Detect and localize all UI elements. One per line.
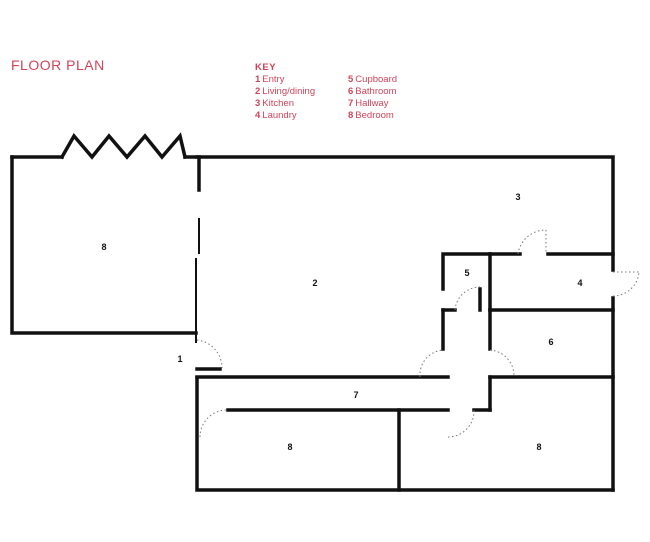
door-arc-living-core (419, 349, 444, 378)
key-item-label: Cupboard (355, 74, 398, 85)
key-item-number: 6 (348, 86, 354, 97)
room-label-bathroom: 6 (548, 337, 553, 347)
key-item-number: 5 (348, 74, 354, 85)
door-arc-bedroom-right (447, 409, 475, 438)
key-item-label: Hallway (355, 98, 389, 109)
wall-bedroom-left (10, 155, 198, 335)
key-item-number: 8 (348, 110, 354, 121)
key-item-number: 2 (255, 86, 261, 97)
wall-top (195, 155, 615, 272)
page-title: FLOOR PLAN (11, 57, 105, 73)
key-item-number: 4 (255, 110, 261, 121)
wall-cupboard-left (441, 252, 492, 291)
key-item-label: Entry (262, 74, 285, 85)
room-label-laundry: 4 (577, 278, 582, 288)
room-label-kitchen: 3 (515, 192, 520, 202)
room-label-entry: 1 (177, 354, 182, 364)
bay-window-zigzag (59, 132, 188, 160)
door-arc-kitchen (517, 229, 547, 255)
door-arc-entry (196, 339, 223, 369)
key-item-label: Kitchen (262, 98, 294, 109)
room-label-living: 2 (312, 278, 317, 288)
key-item-label: Living/dining (262, 86, 316, 97)
door-arc-cupboard (454, 286, 481, 311)
door-arc-bathroom (489, 349, 515, 378)
key-item-label: Laundry (262, 110, 297, 121)
door-arc-bedroom-left (199, 409, 229, 438)
key-item-number: 3 (255, 98, 261, 109)
key-item-number: 1 (255, 74, 261, 85)
room-label-hallway: 7 (353, 390, 358, 400)
wall-bottom (195, 376, 615, 492)
room-label-cupboard: 5 (464, 268, 469, 278)
door-arc-laundry (612, 271, 640, 297)
key-item-label: Bedroom (355, 110, 394, 121)
room-label-bedroom-right: 8 (536, 442, 541, 452)
key-item-number: 7 (348, 98, 354, 109)
key-title: KEY (255, 62, 277, 73)
room-label-bedroom-left: 8 (287, 442, 292, 452)
key-item-label: Bathroom (355, 86, 397, 97)
room-label-bedroom-main: 8 (101, 242, 106, 252)
